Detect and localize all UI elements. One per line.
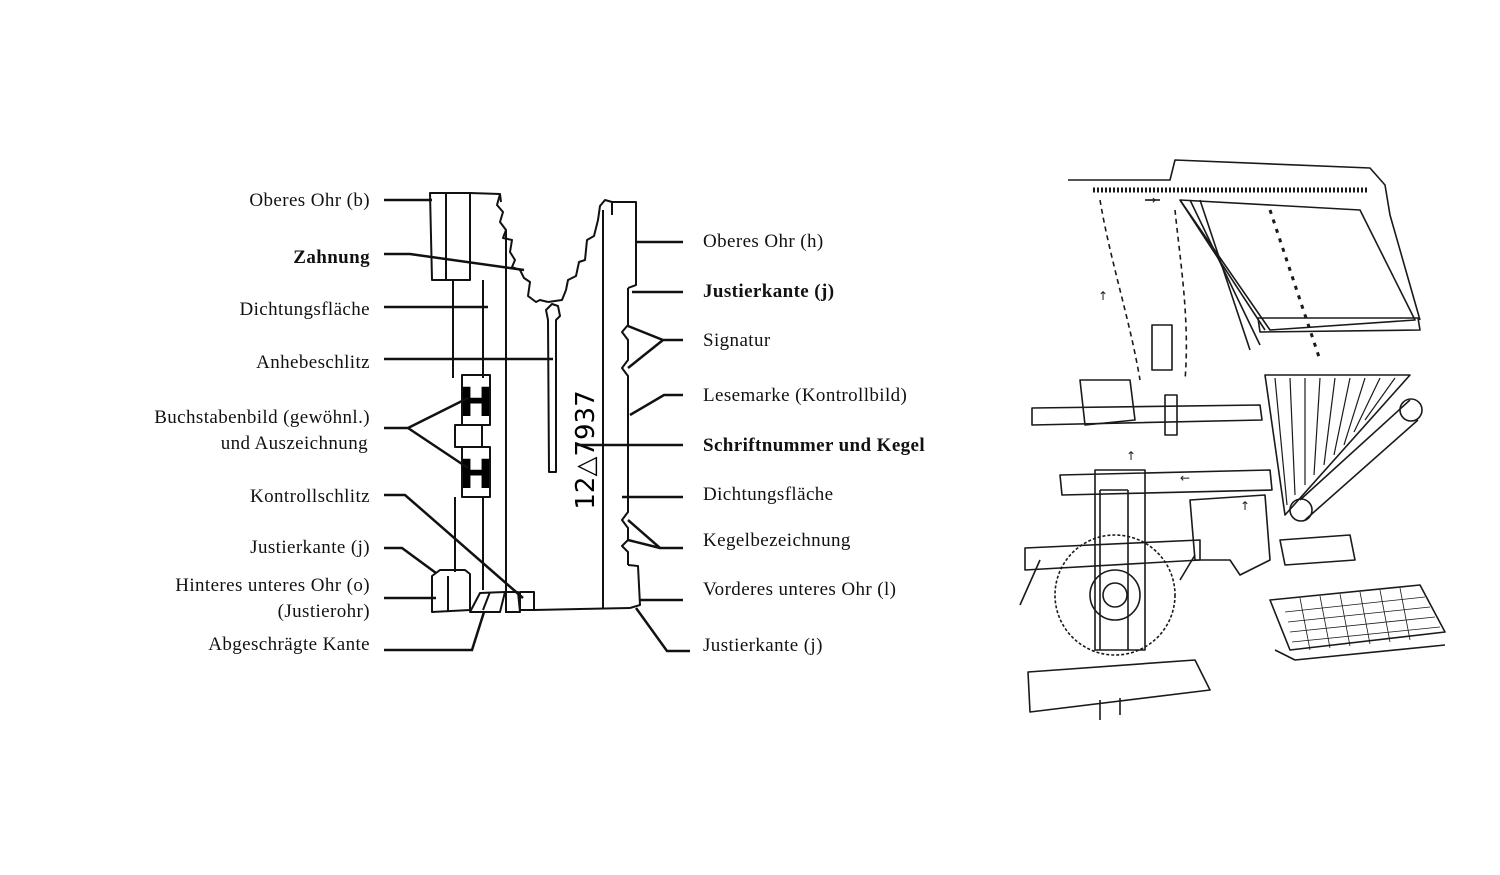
pulley-upper <box>1399 398 1423 422</box>
lower-front-ear <box>627 564 641 609</box>
elevator <box>1094 469 1146 651</box>
pulley-lower <box>1289 498 1313 522</box>
teeth-right <box>547 199 613 303</box>
label-buchstabenbild: Buchstabenbild (gewöhnl.) <box>154 407 370 428</box>
label-schriftnummer: Schriftnummer und Kegel <box>703 435 926 456</box>
arrow-up-icon: ↑ <box>1098 289 1108 303</box>
letter-h-2: H <box>459 452 492 498</box>
arrow-right-icon: → <box>1146 193 1156 207</box>
label-justierkante-bottom: Justierkante (j) <box>703 635 823 656</box>
assembler-rail <box>1031 404 1263 426</box>
channel-fan <box>1264 374 1411 516</box>
arrow-up-icon: ↑ <box>1240 499 1250 513</box>
teeth-left <box>496 193 549 303</box>
magazine-frame <box>1068 159 1421 321</box>
label-kegelbezeichnung: Kegelbezeichnung <box>703 530 851 551</box>
label-justierkante-top: Justierkante (j) <box>703 281 835 302</box>
arrow-up-icon: ↑ <box>1126 449 1136 463</box>
lift-slot <box>545 303 561 473</box>
arrow-left-icon: ← <box>1180 471 1190 485</box>
lower-rear-ear-o <box>431 569 471 613</box>
letter-h-1: H <box>459 380 492 426</box>
label-lesemarke: Lesemarke (Kontrollbild) <box>703 385 908 406</box>
label-justierkante-left: Justierkante (j) <box>250 537 370 558</box>
label-zahnung: Zahnung <box>293 247 370 268</box>
label-hinteres-unteres-ohr: Hinteres unteres Ohr (o) <box>175 575 370 596</box>
font-number-engraving: 12△7937 <box>571 390 601 509</box>
label-buchstabenbild-line2: und Auszeichnung <box>220 433 368 454</box>
label-justierohr: (Justierohr) <box>277 601 370 622</box>
label-oberes-ohr-h: Oberes Ohr (h) <box>703 231 824 252</box>
label-dichtungsflaeche-right: Dichtungsfläche <box>703 484 834 505</box>
label-abgeschraegte-kante: Abgeschrägte Kante <box>208 634 370 655</box>
gear-wheel <box>1054 534 1176 656</box>
label-signatur: Signatur <box>703 330 771 351</box>
label-vorderes-unteres-ohr: Vorderes unteres Ohr (l) <box>703 579 897 600</box>
label-oberes-ohr-b: Oberes Ohr (b) <box>249 190 370 211</box>
label-kontrollschlitz: Kontrollschlitz <box>250 486 370 507</box>
letter-image-2 <box>461 446 491 498</box>
leader-lines <box>384 198 690 653</box>
label-anhebeschlitz: Anhebeschlitz <box>256 352 370 373</box>
keyboard <box>1269 584 1446 651</box>
label-dichtungsflaeche-left: Dichtungsfläche <box>239 299 370 320</box>
control-slot <box>519 591 535 611</box>
magazine <box>1179 199 1416 331</box>
delivery-tray <box>1027 659 1211 713</box>
upper-ear-b <box>429 192 471 281</box>
